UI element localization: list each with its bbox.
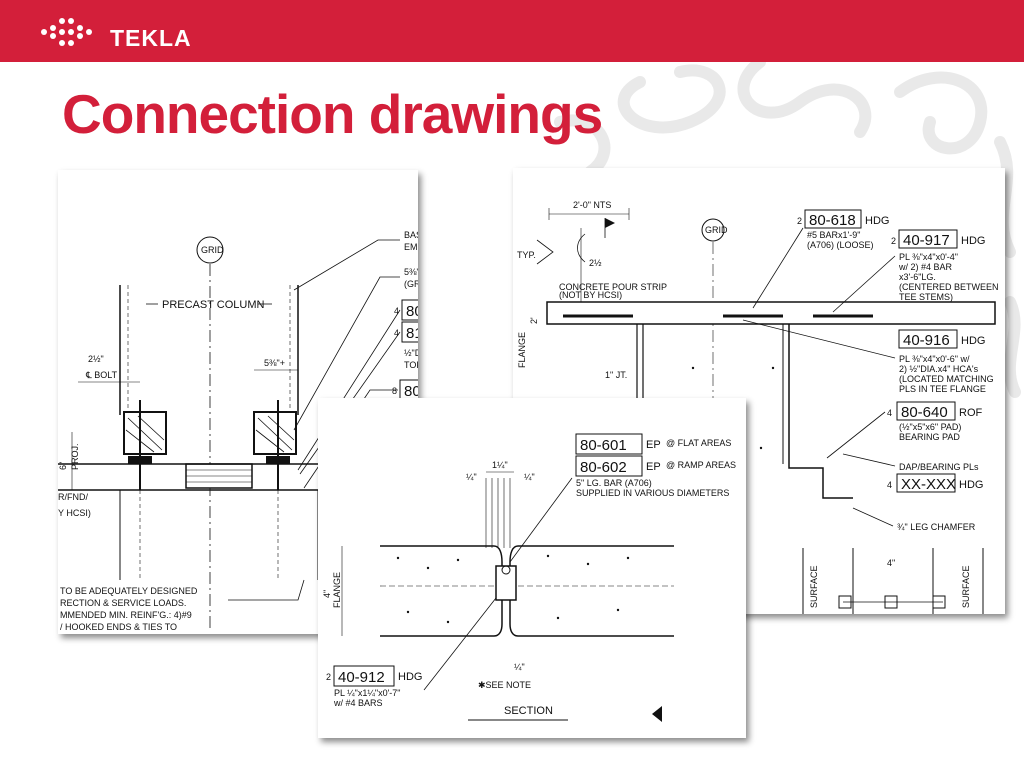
dim-half: 2½ (589, 258, 602, 268)
m912-note-1: PL ¼"x1¼"x0'-7" (334, 688, 401, 698)
dim-bottom: ¼" (514, 662, 525, 672)
slide-title: Connection drawings (62, 83, 603, 145)
m912-mark: 40-912 (338, 669, 385, 686)
dap-label: DAP/BEARING PLs (899, 462, 979, 472)
dim-right: 5⅜"+ (264, 358, 285, 368)
m640-mark: 80-640 (901, 404, 948, 421)
m917-qty: 2 (891, 236, 896, 246)
dim-top: 1¼" (492, 460, 508, 470)
grid-label: GRID (705, 225, 728, 235)
m618-qty: 2 (797, 216, 802, 226)
base-pl-note-2: EMBEDMENTS [ 2)#8 (404, 242, 418, 252)
m916-note-2: 2) ½"DIA.x4" HCA's (899, 364, 979, 374)
xx-suffix: HDG (959, 479, 983, 491)
fnd-label: R/FND/ (58, 492, 88, 502)
jt-label: 1" JT. (605, 370, 627, 380)
hcsi-label: Y HCSI) (58, 508, 91, 518)
m917-suffix: HDG (961, 235, 985, 247)
dim-2: 2' (529, 317, 539, 324)
flange-section-sketch: 80-601 EP @ FLAT AREAS 80-602 EP @ RAMP … (322, 433, 736, 722)
chamfer-label: ¾" LEG CHAMFER (897, 522, 976, 532)
dim-quarter-right: ¼" (524, 472, 535, 482)
m916-note-4: PLS IN TEE FLANGE (899, 384, 986, 394)
m640-suffix: ROF (959, 407, 983, 419)
bar-note-2: SUPPLIED IN VARIOUS DIAMETERS (576, 488, 729, 498)
m917-mark: 40-917 (903, 232, 950, 249)
hdg-qty: 8 (392, 386, 397, 396)
brand-name: TEKLA (110, 25, 192, 51)
precast-column-label: PRECAST COLUMN (162, 299, 265, 311)
m912-suffix: HDG (398, 671, 422, 683)
m602-note: @ RAMP AREAS (666, 460, 736, 470)
design-note-2: RECTION & SERVICE LOADS. (60, 598, 186, 608)
dim-6: 6" (58, 462, 68, 470)
background-swirls (554, 62, 1021, 398)
m640-note-1: (½"x5"x6" PAD) (899, 422, 961, 432)
m618-note-1: #5 BARx1'-9" (807, 230, 860, 240)
dim-4: 4" (887, 558, 895, 568)
surface-label-1: SURFACE (809, 565, 819, 608)
base-pl-note-1: BASE PL REINFORC (404, 230, 418, 240)
see-note: ✱SEE NOTE (478, 680, 531, 690)
m917-note-2: w/ 2) #4 BAR (898, 262, 953, 272)
column-base-sketch: GRID PRECAST COLUMN 2½" ℄ BOLT 5⅜"+ (58, 230, 418, 632)
typ-label: TYP. (517, 250, 536, 260)
section-label: SECTION (504, 705, 553, 717)
double-tee-sketch: 2'-0" NTS TYP. 2½ GRID CONCRETE POUR STR… (517, 200, 999, 614)
ep2-mark: 81-612 (406, 325, 418, 342)
m602-mark: 80-602 (580, 459, 627, 476)
nuts-note-1: ½"DIA. HEX NUTS (404, 348, 418, 358)
design-note-3: MMENDED MIN. REINF'G.: 4)#9 (60, 610, 192, 620)
tekla-logo-icon (41, 18, 92, 46)
ep2-qty: 4 (394, 306, 399, 316)
ep1-mark: 80-612 (406, 303, 418, 320)
xx-qty: 4 (887, 480, 892, 490)
m916-note-1: PL ⅜"x4"x0'-6" w/ (899, 354, 970, 364)
m601-suffix: EP (646, 439, 661, 451)
m917-note-5: TEE STEMS) (899, 292, 953, 302)
m917-note-3: x3'-6"LG. (899, 272, 936, 282)
double-tee-drawing: 2'-0" NTS TYP. 2½ GRID CONCRETE POUR STR… (513, 168, 1005, 614)
ep1-qty: 4 (394, 328, 399, 338)
nts-label: 2'-0" NTS (573, 200, 611, 210)
m916-mark: 40-916 (903, 332, 950, 349)
flange-label: FLANGE (332, 572, 342, 608)
bar-note-1: 5" LG. BAR (A706) (576, 478, 652, 488)
m917-note-1: PL ⅜"x4"x0'-4" (899, 252, 958, 262)
design-note-4: / HOOKED ENDS & TIES TO (60, 622, 177, 632)
design-note-1: TO BE ADEQUATELY DESIGNED (60, 586, 198, 596)
flange-connection-drawing: 80-601 EP @ FLAT AREAS 80-602 EP @ RAMP … (318, 398, 746, 738)
pour-strip-1: CONCRETE POUR STRIP (559, 282, 667, 292)
hdg-mark: 80-623 (404, 383, 418, 400)
m601-mark: 80-601 (580, 437, 627, 454)
nuts-note-2: TOP & BOTT. (404, 360, 418, 370)
m618-suffix: HDG (865, 215, 889, 227)
surface-label-2: SURFACE (961, 565, 971, 608)
m640-note-2: BEARING PAD (899, 432, 960, 442)
m917-note-4: (CENTERED BETWEEN (899, 282, 999, 292)
m618-note-2: (A706) (LOOSE) (807, 240, 874, 250)
xx-mark: XX-XXX (901, 476, 956, 493)
m602-suffix: EP (646, 461, 661, 473)
m640-qty: 4 (887, 408, 892, 418)
dim-4: 4" (322, 590, 332, 598)
pockets-note-1: 5⅜"×5⅜" POCKETS (404, 267, 418, 277)
dim-quarter-left: ¼" (466, 472, 477, 482)
grid-label: GRID (201, 245, 224, 255)
dim-left: 2½" (88, 354, 104, 364)
m618-mark: 80-618 (809, 212, 856, 229)
m601-note: @ FLAT AREAS (666, 438, 731, 448)
pockets-note-2: (GROUTED AFTER E (404, 279, 418, 289)
bolt-label: ℄ BOLT (85, 370, 118, 380)
m916-suffix: HDG (961, 335, 985, 347)
pour-strip-2: (NOT BY HCSI) (559, 290, 622, 300)
proj-label: PROJ. (70, 443, 80, 470)
m912-qty: 2 (326, 672, 331, 682)
m912-note-2: w/ #4 BARS (333, 698, 383, 708)
flange-label: FLANGE (517, 332, 527, 368)
header-bar: TEKLA (0, 0, 1024, 62)
m916-note-3: (LOCATED MATCHING (899, 374, 994, 384)
